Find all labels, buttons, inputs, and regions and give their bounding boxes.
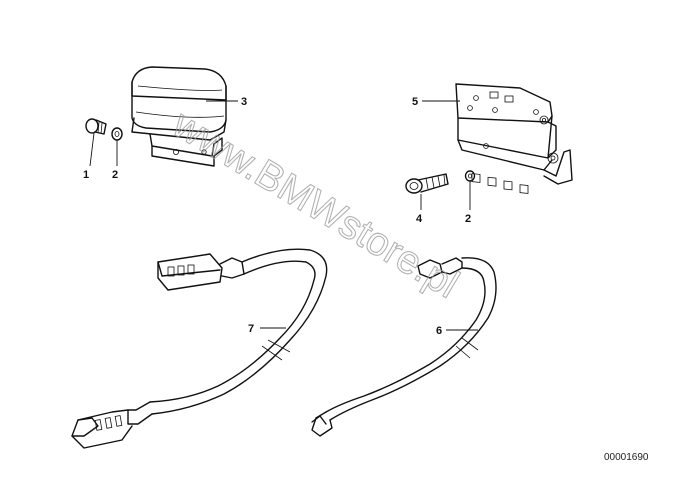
callout-7: 7 xyxy=(248,323,254,335)
bolt-right xyxy=(405,173,449,194)
callout-1: 1 xyxy=(83,169,89,181)
washer-right xyxy=(464,170,476,182)
wiring-harness-7 xyxy=(71,248,328,449)
screw-left xyxy=(85,118,107,135)
callout-4: 4 xyxy=(416,213,423,225)
callout-6: 6 xyxy=(436,325,442,337)
diagram-reference-number: 00001690 xyxy=(604,452,649,463)
cable-6 xyxy=(311,257,497,437)
callout-2-right: 2 xyxy=(465,213,471,225)
callout-3: 3 xyxy=(241,96,247,108)
washer-left xyxy=(111,127,123,141)
rectifier-plate xyxy=(455,83,573,194)
callout-2-left: 2 xyxy=(112,169,118,181)
voltage-regulator xyxy=(131,66,227,167)
callout-5: 5 xyxy=(412,96,418,108)
leader-lines xyxy=(89,100,478,331)
